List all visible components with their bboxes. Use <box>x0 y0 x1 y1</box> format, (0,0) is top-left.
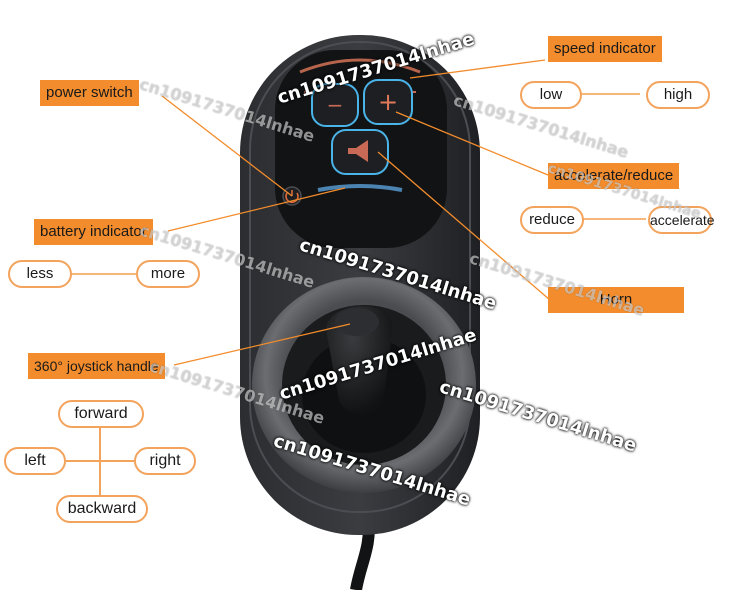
battery-more-pill: more <box>136 260 200 288</box>
battery-less-pill: less <box>8 260 72 288</box>
reduce-button <box>311 83 359 127</box>
power-switch-label: power switch <box>40 80 139 106</box>
speed-high-pill: high <box>646 81 710 109</box>
power-icon <box>285 190 299 204</box>
direction-forward-pill: forward <box>58 400 144 428</box>
direction-backward-pill: backward <box>56 495 148 523</box>
direction-lines <box>66 428 134 495</box>
speed-indicator-leds <box>299 58 421 74</box>
svg-text:−: − <box>327 93 344 117</box>
callout-lines <box>60 59 646 366</box>
horn-icon <box>348 140 368 162</box>
horn-label: Horn <box>548 287 684 313</box>
accelerate-pill: accelerate <box>648 206 715 234</box>
reduce-pill: reduce <box>520 206 584 234</box>
speed-indicator-label: speed indicator <box>548 36 662 62</box>
accelerate-reduce-label: accelerate/reduce <box>548 163 680 189</box>
joystick-knob <box>326 306 393 414</box>
speed-low-pill: low <box>520 81 582 109</box>
direction-left-pill: left <box>4 447 66 475</box>
svg-text:+: + <box>378 88 398 116</box>
battery-indicator-leds <box>317 184 403 192</box>
joystick-label: 360° joystick handle <box>28 353 165 379</box>
direction-right-pill: right <box>134 447 196 475</box>
battery-indicator-label: battery indicator <box>34 219 153 245</box>
